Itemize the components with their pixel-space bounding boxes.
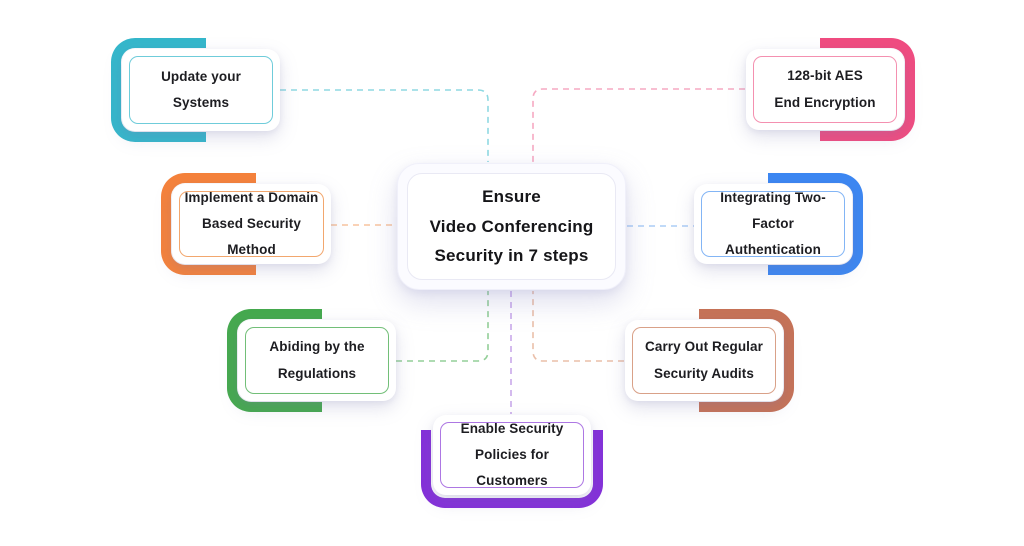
- step-label: Integrating Two-Factor Authentication: [720, 189, 826, 258]
- step-node-two-factor-auth: Integrating Two-Factor Authentication: [694, 173, 863, 275]
- center-card: Ensure Video Conferencing Security in 7 …: [407, 173, 616, 280]
- step-card: Carry Out Regular Security Audits: [625, 320, 783, 401]
- step-node-domain-security: Implement a Domain Based Security Method: [161, 173, 331, 275]
- bracket-right-icon: [820, 38, 915, 141]
- bracket-left-icon: [227, 309, 322, 412]
- bracket-left-icon: [111, 38, 206, 142]
- step-card: Enable Security Policies for Customers: [433, 415, 591, 495]
- step-label: 128-bit AES End Encryption: [774, 68, 876, 110]
- step-card: Update your Systems: [122, 49, 280, 131]
- step-label: Update your Systems: [161, 68, 241, 110]
- bracket-right-icon: [768, 173, 863, 275]
- connector-regulations: [396, 291, 489, 362]
- step-label: Carry Out Regular Security Audits: [645, 339, 763, 381]
- connector-security-audits: [532, 291, 624, 362]
- bracket-right-icon: [699, 309, 794, 412]
- bracket-bottom-icon: [421, 430, 603, 508]
- step-node-regulations: Abiding by the Regulations: [227, 309, 396, 412]
- step-label: Abiding by the Regulations: [269, 339, 365, 381]
- step-card: Abiding by the Regulations: [238, 320, 396, 401]
- step-node-security-audits: Carry Out Regular Security Audits: [625, 309, 794, 412]
- step-label: Implement a Domain Based Security Method: [184, 189, 319, 258]
- connector-update-systems: [280, 89, 489, 162]
- step-card: Implement a Domain Based Security Method: [172, 184, 331, 264]
- bracket-left-icon: [161, 173, 257, 275]
- step-node-aes-encryption: 128-bit AES End Encryption: [746, 38, 915, 141]
- connector-aes-encryption: [532, 88, 745, 162]
- step-card: Integrating Two-Factor Authentication: [694, 184, 852, 264]
- center-node: Ensure Video Conferencing Security in 7 …: [397, 163, 626, 290]
- diagram-title: Ensure Video Conferencing Security in 7 …: [429, 186, 594, 266]
- step-label: Enable Security Policies for Customers: [460, 420, 564, 489]
- step-node-security-policies: Enable Security Policies for Customers: [421, 415, 603, 508]
- step-card: 128-bit AES End Encryption: [746, 49, 904, 130]
- step-node-update-systems: Update your Systems: [111, 38, 280, 142]
